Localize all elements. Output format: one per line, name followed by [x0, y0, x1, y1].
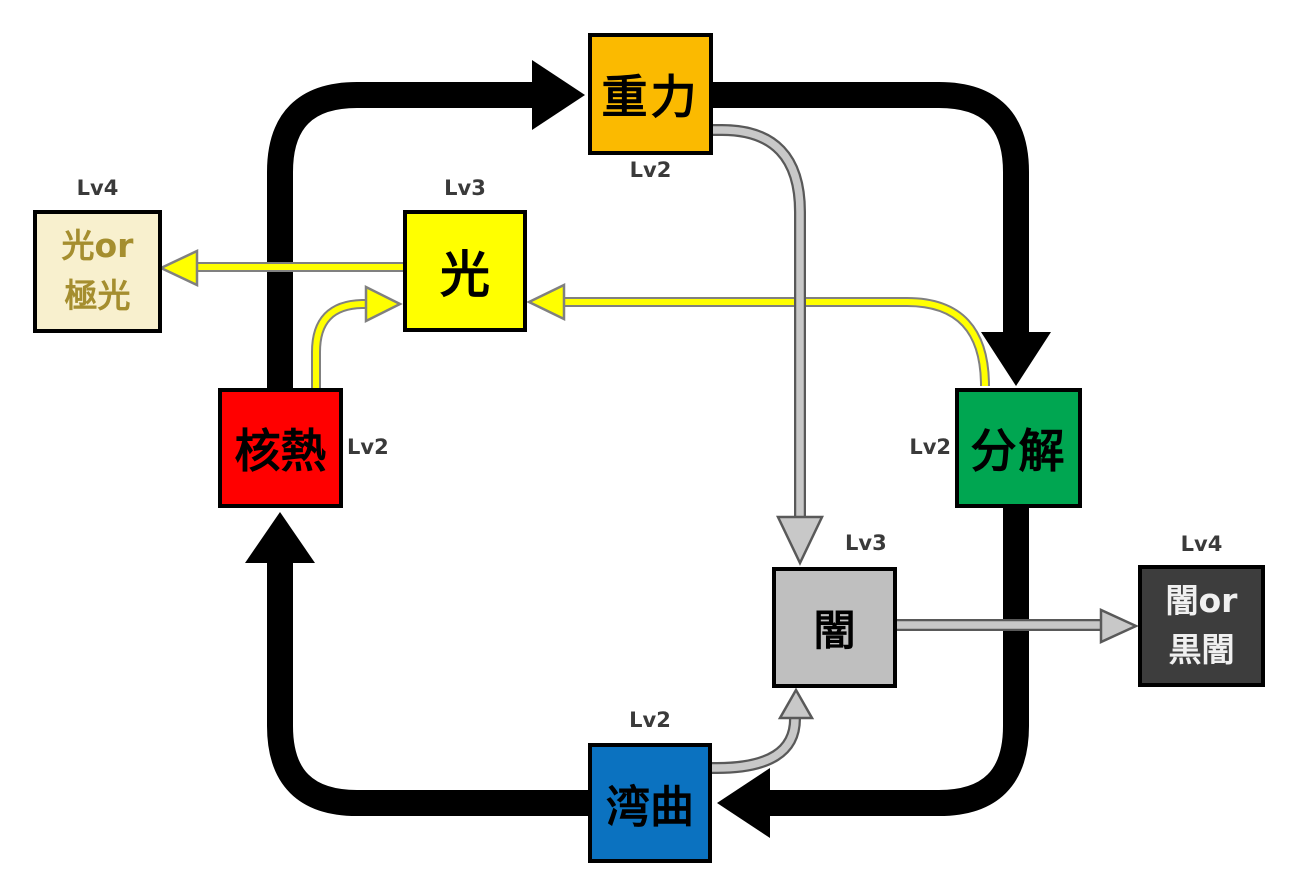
edge-curve-to-darkness [711, 687, 815, 774]
node-light: 光 [403, 210, 527, 332]
level-label-decompose: Lv2 [909, 435, 951, 459]
node-gravity-label: 重力 [601, 70, 700, 124]
level-label-nuclear-heat: Lv2 [347, 435, 389, 459]
edge-decompose-to-curve [717, 506, 1029, 838]
level-label-light-or-aurora: Lv4 [76, 176, 119, 200]
node-light-or-aurora-line1: 光or [61, 226, 134, 266]
edge-decompose-to-light [526, 283, 990, 387]
node-decompose-label: 分解 [970, 424, 1067, 478]
level-label-gravity: Lv2 [629, 158, 672, 182]
node-darkness-or-black: 闇or 黒闇 [1138, 565, 1265, 687]
edge-curve-to-nuclear-heat [245, 512, 590, 816]
node-gravity: 重力 [588, 33, 713, 155]
edge-darkness-to-darkness-or-black [895, 608, 1140, 644]
node-nuclear-heat: 核熱 [218, 388, 343, 508]
node-darkness-label: 闇 [813, 606, 856, 655]
node-decompose: 分解 [955, 388, 1082, 508]
level-label-darkness-or-black: Lv4 [1180, 532, 1223, 556]
node-darkness-or-black-line1: 闇or [1165, 580, 1238, 620]
level-label-light: Lv3 [444, 176, 486, 200]
edge-gravity-to-darkness [712, 124, 824, 566]
node-darkness: 闇 [772, 567, 897, 688]
node-darkness-or-black-line2: 黒闇 [1168, 630, 1235, 670]
node-curve-label: 湾曲 [606, 782, 694, 833]
node-curve: 湾曲 [588, 743, 712, 863]
node-light-or-aurora-line2: 極光 [64, 276, 131, 316]
level-label-curve: Lv2 [629, 708, 671, 732]
level-label-darkness: Lv3 [845, 531, 887, 555]
edge-nuclear-heat-to-gravity [267, 60, 585, 392]
edge-light-to-light-or-aurora [158, 249, 405, 287]
edge-gravity-to-decompose [711, 82, 1051, 386]
node-light-label: 光 [440, 246, 490, 304]
node-light-or-aurora: 光or 極光 [33, 210, 162, 333]
node-nuclear-heat-label: 核熱 [234, 424, 327, 478]
edge-nuclear-heat-to-light [311, 284, 403, 390]
